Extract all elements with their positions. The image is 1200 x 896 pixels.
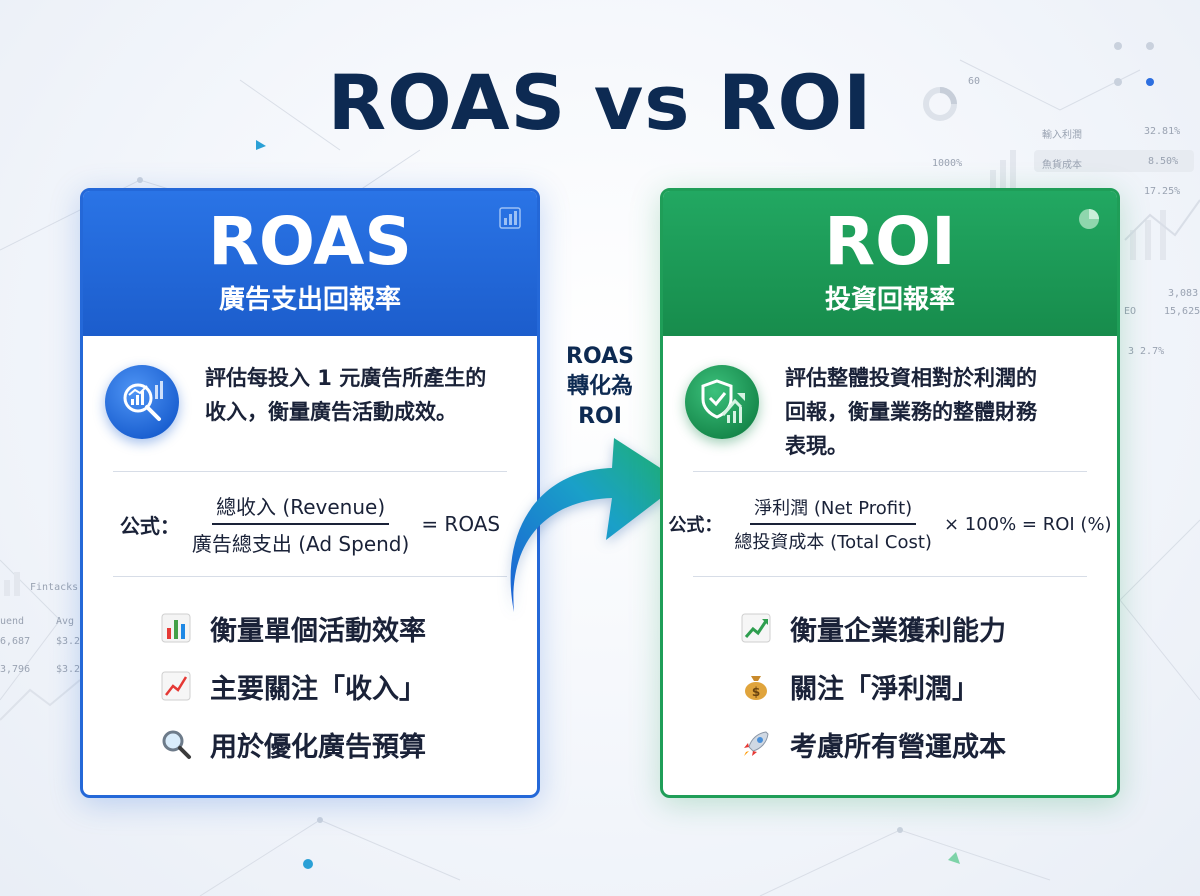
bg-label: 15,625	[1164, 306, 1200, 317]
trend-up-emoji-icon	[161, 671, 191, 701]
roi-card-header: ROI 投資回報率	[663, 191, 1117, 336]
magnifier-analytics-icon	[105, 365, 179, 439]
roi-card: ROI 投資回報率 評估整體投資相對於利潤的 回報，衡量業務的整體財務 表現。	[660, 188, 1120, 798]
list-item: 衡量企業獲利能力	[663, 599, 1117, 657]
bullet-text: 考慮所有營運成本	[790, 731, 1006, 763]
list-item: 衡量單個活動效率	[83, 599, 537, 657]
roas-description: 評估每投入 1 元廣告所產生的 收入，衡量廣告活動成效。	[205, 361, 517, 429]
list-item: $ 關注「淨利潤」	[663, 657, 1117, 715]
divider	[113, 471, 507, 472]
formula-denominator: 總投資成本 (Total Cost)	[734, 532, 932, 553]
bg-label: $3.2	[56, 664, 81, 675]
bg-label: 8.50%	[1148, 156, 1179, 167]
svg-text:$: $	[752, 685, 760, 699]
divider	[693, 471, 1087, 472]
bg-label: Avg	[56, 616, 75, 627]
formula-denominator: 廣告總支出 (Ad Spend)	[191, 532, 410, 556]
bullet-text: 用於優化廣告預算	[210, 731, 426, 763]
roas-bullet-list: 衡量單個活動效率 主要關注「收入」 用於優化廣告預算	[83, 599, 537, 773]
divider	[113, 576, 507, 577]
roas-card-header: ROAS 廣告支出回報率	[83, 191, 537, 336]
bullet-text: 衡量企業獲利能力	[790, 615, 1006, 647]
bg-label: 60	[968, 76, 981, 87]
formula-numerator: 總收入 (Revenue)	[212, 491, 390, 525]
bullet-text: 主要關注「收入」	[210, 673, 426, 705]
bg-label: uend	[0, 616, 25, 627]
magnifier-emoji-icon	[162, 730, 191, 759]
roas-description-line: 評估每投入 1 元廣告所產生的	[205, 366, 487, 390]
roi-formula: 公式： 淨利潤 (Net Profit) 總投資成本 (Total Cost) …	[663, 491, 1117, 557]
roas-subtitle: 廣告支出回報率	[218, 285, 401, 315]
divider	[693, 576, 1087, 577]
formula-fraction: 總收入 (Revenue) 廣告總支出 (Ad Spend)	[188, 491, 413, 557]
roas-formula: 公式： 總收入 (Revenue) 廣告總支出 (Ad Spend) = ROA…	[83, 491, 537, 557]
formula-numerator: 淨利潤 (Net Profit)	[750, 494, 917, 525]
bar-chart-emoji-icon	[161, 613, 191, 643]
bar-chart-icon	[499, 207, 521, 229]
transition-line: ROAS	[566, 344, 634, 369]
roi-description-line: 回報，衡量業務的整體財務	[785, 400, 1037, 424]
roi-title: ROI	[824, 203, 956, 280]
bg-label: 3,083	[1168, 288, 1199, 299]
list-item: 考慮所有營運成本	[663, 715, 1117, 773]
list-item: 用於優化廣告預算	[83, 715, 537, 773]
bg-label: Fintacks	[30, 582, 79, 593]
bg-label: 32.81%	[1144, 126, 1181, 137]
roi-description-line: 表現。	[785, 434, 848, 458]
formula-label: 公式：	[668, 515, 723, 536]
formula-result: × 100% = ROI (%)	[943, 513, 1112, 535]
transition-line: 轉化為	[566, 374, 633, 399]
formula-fraction: 淨利潤 (Net Profit) 總投資成本 (Total Cost)	[730, 494, 936, 554]
shield-growth-icon	[685, 365, 759, 439]
bg-label: 3 2.7%	[1128, 346, 1165, 357]
bg-highlight-bar	[1034, 150, 1194, 172]
roas-description-line: 收入，衡量廣告活動成效。	[205, 400, 457, 424]
roi-description-line: 評估整體投資相對於利潤的	[785, 366, 1037, 390]
rocket-emoji-icon	[744, 731, 769, 756]
bg-label: 輸入利潤	[1042, 130, 1082, 141]
bg-label: 17.25%	[1144, 186, 1181, 197]
bullet-text: 衡量單個活動效率	[210, 615, 426, 647]
growth-chart-emoji-icon	[741, 613, 771, 643]
money-bag-emoji-icon: $	[745, 676, 767, 700]
roas-card: ROAS 廣告支出回報率 評估每投入 1 元廣告所產生的 收入，衡量廣告活動	[80, 188, 540, 798]
formula-result: = ROAS	[421, 512, 501, 536]
bg-label: 6,687	[0, 636, 31, 647]
formula-label: 公式：	[119, 513, 180, 538]
roi-description: 評估整體投資相對於利潤的 回報，衡量業務的整體財務 表現。	[785, 361, 1097, 463]
bullet-text: 關注「淨利潤」	[790, 673, 979, 705]
bg-label: 1000%	[932, 158, 963, 169]
roi-description-row: 評估整體投資相對於利潤的 回報，衡量業務的整體財務 表現。	[685, 361, 1097, 461]
list-item: 主要關注「收入」	[83, 657, 537, 715]
pie-chart-icon	[1079, 209, 1099, 229]
page-title: ROAS vs ROI	[327, 58, 873, 147]
transition-label: ROAS 轉化為 ROI	[548, 342, 652, 432]
roi-bullet-list: 衡量企業獲利能力 $ 關注「淨利潤」	[663, 599, 1117, 773]
bg-label: EO	[1124, 306, 1137, 317]
bg-label: $3.2	[56, 636, 81, 647]
roas-description-row: 評估每投入 1 元廣告所產生的 收入，衡量廣告活動成效。	[105, 361, 517, 461]
roas-title: ROAS	[208, 203, 412, 280]
transition-line: ROI	[578, 404, 622, 429]
roi-subtitle: 投資回報率	[824, 285, 955, 315]
bg-label: 魚貨成本	[1042, 160, 1082, 171]
bg-label: 3,796	[0, 664, 31, 675]
